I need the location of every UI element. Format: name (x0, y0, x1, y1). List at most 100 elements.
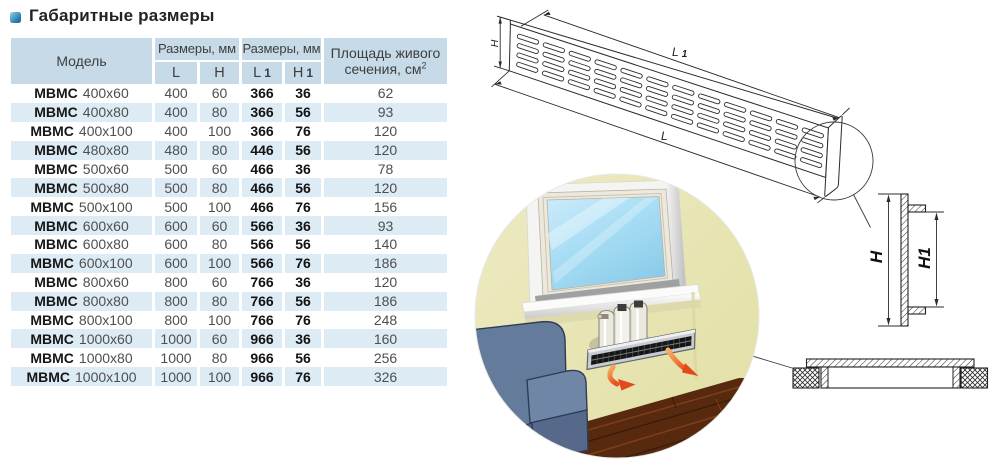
window-sash-bevel (542, 192, 669, 293)
cell-h1: 36 (295, 274, 311, 291)
dim-l-ext-left (491, 70, 510, 88)
cell-h1: 36 (295, 160, 311, 177)
cell-h1: 76 (295, 198, 311, 215)
glass-reflection-2 (553, 197, 657, 284)
cell-l1: 446 (242, 140, 282, 160)
cell-l: 600 (155, 253, 197, 273)
cell-h: 60 (211, 274, 228, 291)
dim-arrowhead (934, 299, 939, 307)
grille-slot-fill (749, 140, 770, 150)
cell-area: 140 (373, 236, 398, 253)
grille-top-far-edge (496, 15, 839, 119)
cell-l: 600 (155, 216, 197, 235)
cell-h: 60 (211, 160, 228, 177)
cell-h1: 56 (285, 291, 321, 311)
grille-slot-fill (776, 129, 797, 139)
cell-l: 600 (164, 236, 188, 253)
header-area: Площадь живого сечения, см2 (324, 38, 447, 84)
grille-slot-fill (568, 80, 590, 90)
cell-h: 80 (200, 178, 239, 198)
sofa-seat (475, 422, 535, 458)
cell-l1: 466 (250, 160, 274, 177)
cell-l: 800 (155, 291, 197, 311)
grille-dimensions (491, 9, 850, 204)
glass-reflection (547, 197, 630, 250)
plank-seam (671, 396, 677, 409)
cell-l: 480 (155, 140, 197, 160)
grille-slot-fill (750, 111, 772, 121)
section-v-flange-top (907, 204, 927, 213)
cell-l: 500 (155, 178, 197, 198)
section-h-wall-right (960, 367, 989, 389)
dim-arrowhead (934, 212, 939, 220)
cell-h1: 36 (285, 329, 321, 349)
cell-area: 156 (373, 198, 398, 215)
grille-slot-fill (723, 122, 745, 132)
grille-slot-fill (699, 94, 720, 104)
cell-h: 100 (207, 123, 232, 140)
area-superscript: 2 (421, 60, 427, 71)
cell-h1: 76 (295, 311, 311, 328)
arrow-left-tail (607, 364, 620, 387)
radiator-cap (634, 300, 643, 308)
cell-area: 160 (324, 329, 447, 349)
dim-arrowhead (495, 81, 502, 85)
cell-area: 186 (324, 291, 447, 311)
cell-h: 80 (200, 140, 239, 160)
header-sub-l: L (155, 62, 197, 84)
dim-arrowhead (886, 194, 891, 202)
scene-grille (586, 328, 696, 371)
cell-l1: 566 (242, 216, 282, 235)
cell-h: 60 (211, 85, 228, 102)
cell-h: 60 (200, 216, 239, 235)
dim-label-l: L (661, 129, 668, 143)
cell-h: 60 (200, 329, 239, 349)
dim-l1-ext-left (520, 9, 549, 27)
section-v-flange-bottom (907, 306, 927, 315)
section-v-bar (900, 193, 909, 327)
grille-slot-fill (569, 51, 590, 61)
grille-slot-fill (802, 138, 823, 148)
cell-area: 248 (373, 311, 398, 328)
cell-l: 1000 (155, 329, 197, 349)
cell-area: 62 (377, 85, 394, 102)
header-dims-l1h1: Размеры, мм (242, 38, 321, 60)
cell-h1: 76 (285, 253, 321, 273)
cell-l: 500 (164, 198, 188, 215)
grille-slot-fill (750, 121, 771, 131)
grille-slot-fill (517, 34, 539, 44)
table-header: Модель Размеры, мм Размеры, мм Площадь ж… (11, 38, 447, 84)
cell-area: 120 (324, 140, 447, 160)
grille-slot-fill (801, 148, 822, 158)
cell-h1: 56 (295, 349, 311, 366)
cell-l: 400 (164, 85, 188, 102)
cell-h1: 36 (285, 216, 321, 235)
cell-h1: 56 (295, 236, 311, 253)
page-title: Габаритные размеры (29, 6, 215, 25)
grille-slot-fill (776, 119, 798, 129)
cell-l1: 966 (242, 329, 282, 349)
cell-l1: 766 (250, 274, 274, 291)
grille-slot-fill (646, 106, 667, 116)
cell-l1: 366 (242, 102, 282, 122)
grille-slot-fill (517, 53, 538, 63)
cell-l: 800 (164, 274, 188, 291)
title-bullet-icon (10, 11, 21, 23)
grille-slot-fill (542, 71, 564, 81)
cell-l: 800 (164, 311, 188, 328)
dim-arrowhead (498, 17, 502, 24)
section-h-wall-left (792, 367, 820, 389)
section-h-side-left (820, 366, 829, 389)
